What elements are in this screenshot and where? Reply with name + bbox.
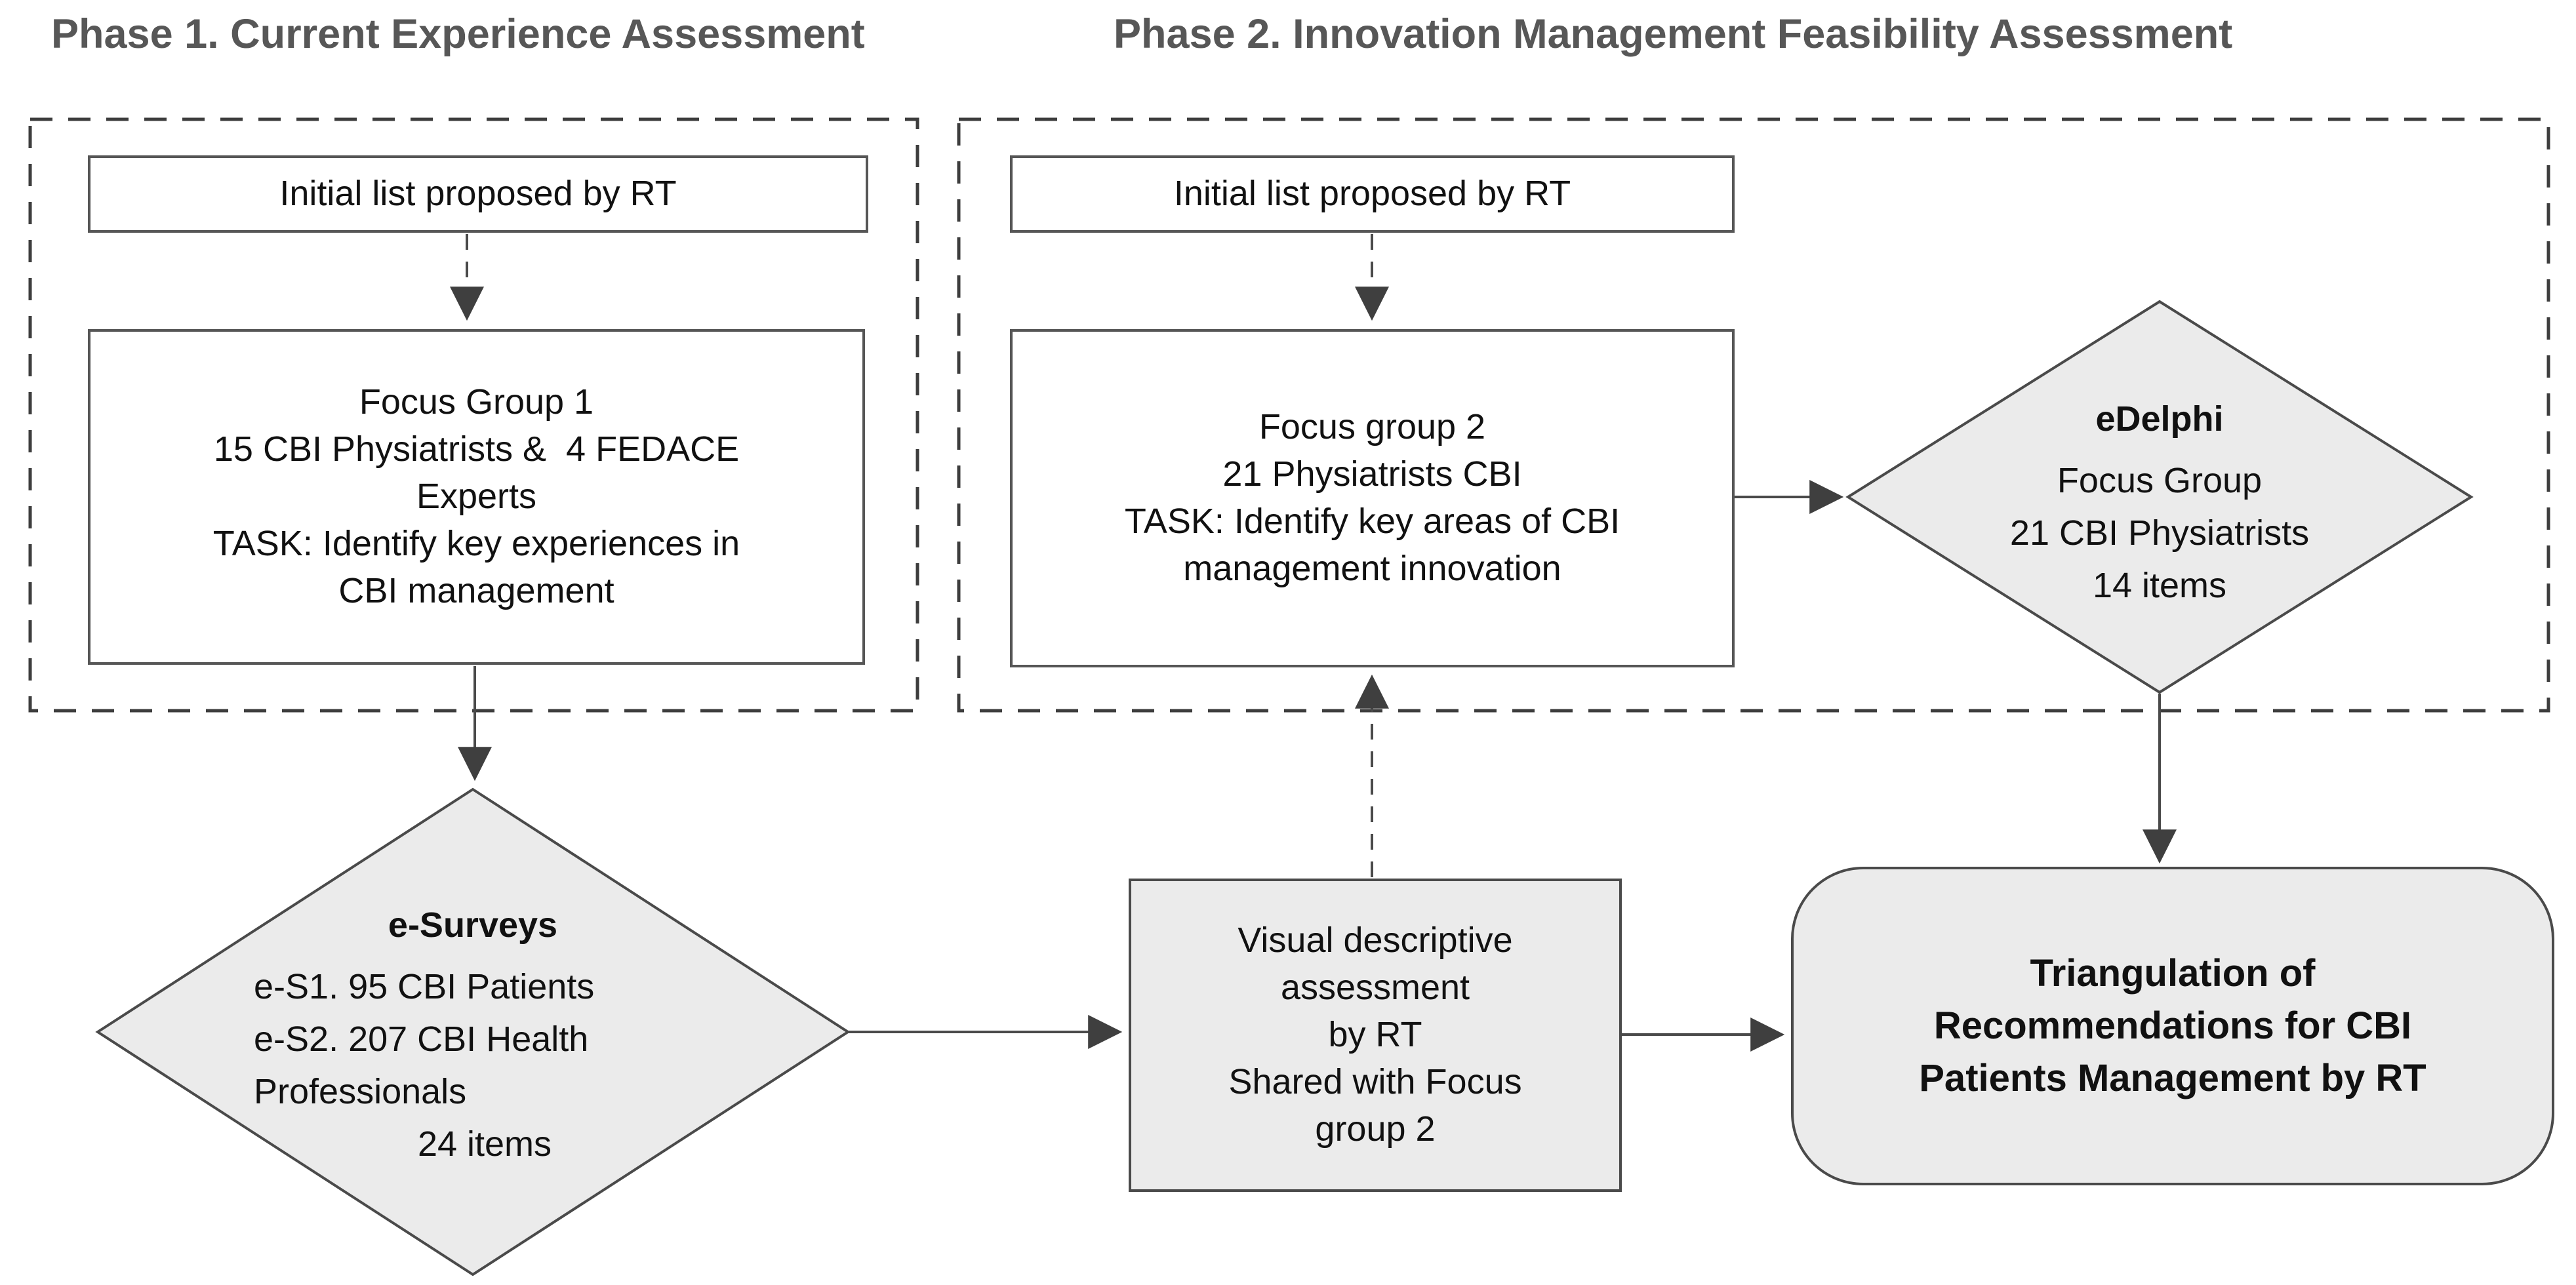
phase2-initial-list-label: Initial list proposed by RT — [1173, 174, 1571, 214]
esurveys-diamond-shape — [95, 787, 851, 1276]
focus-group-1-line: Experts — [416, 477, 537, 517]
esurveys-line: e-S1. 95 CBI Patients — [254, 966, 595, 1006]
edelphi-diamond-shape — [1845, 300, 2474, 694]
phase1-initial-list-label: Initial list proposed by RT — [279, 174, 677, 214]
esurveys-line: e-S2. 207 CBI Health — [254, 1019, 589, 1059]
esurveys-line: Professionals — [254, 1071, 467, 1111]
edelphi-diamond-label: eDelphi Focus Group 21 CBI Physiatrists … — [1914, 393, 2405, 612]
phase2-title: Phase 2. Innovation Management Feasibili… — [1114, 11, 2233, 57]
phase1-initial-list-box: Initial list proposed by RT — [88, 155, 868, 233]
edelphi-title: eDelphi — [2095, 399, 2224, 439]
visual-box-line: group 2 — [1315, 1109, 1436, 1149]
visual-box-line: Shared with Focus — [1228, 1061, 1522, 1101]
phase2-initial-list-box: Initial list proposed by RT — [1010, 155, 1735, 233]
focus-group-2-line: Focus group 2 — [1258, 407, 1486, 447]
edelphi-body: Focus Group 21 CBI Physiatrists 14 items — [1914, 455, 2405, 612]
triangulation-box: Triangulation of Recommendations for CBI… — [1791, 867, 2554, 1185]
triangulation-line: Recommendations for CBI — [1933, 1004, 2412, 1047]
focus-group-2-line: 21 Physiatrists CBI — [1222, 454, 1522, 494]
esurveys-body: e-S1. 95 CBI Patients e-S2. 207 CBI Heal… — [230, 961, 715, 1171]
edelphi-line: 21 CBI Physiatrists — [2009, 513, 2310, 553]
focus-group-2-line: TASK: Identify key areas of CBI — [1124, 502, 1620, 541]
visual-descriptive-assessment-box: Visual descriptive assessment by RT Shar… — [1129, 879, 1622, 1192]
phase2-dashed-boundary — [957, 117, 2550, 713]
visual-box-line: by RT — [1328, 1015, 1422, 1055]
focus-group-1-line: 15 CBI Physiatrists & 4 FEDACE — [213, 429, 740, 469]
focus-group-1-box: Focus Group 1 15 CBI Physiatrists & 4 FE… — [88, 329, 865, 665]
triangulation-line: Patients Management by RT — [1919, 1057, 2426, 1100]
focus-group-1-line: CBI management — [338, 570, 614, 610]
phase1-title: Phase 1. Current Experience Assessment — [51, 11, 865, 57]
focus-group-1-line: TASK: Identify key experiences in — [212, 523, 740, 563]
focus-group-2-line: management innovation — [1183, 548, 1561, 588]
edelphi-line: 14 items — [2092, 565, 2227, 605]
focus-group-1-line: Focus Group 1 — [359, 382, 594, 422]
focus-group-2-box: Focus group 2 21 Physiatrists CBI TASK: … — [1010, 329, 1735, 667]
esurveys-title: e-Surveys — [388, 905, 558, 945]
triangulation-line: Triangulation of — [2030, 951, 2316, 995]
esurveys-diamond-label: e-Surveys e-S1. 95 CBI Patients e-S2. 20… — [230, 900, 715, 1171]
visual-box-line: assessment — [1280, 968, 1470, 1008]
esurveys-line: 24 items — [417, 1124, 552, 1164]
edelphi-line: Focus Group — [2057, 460, 2263, 500]
visual-box-line: Visual descriptive — [1238, 920, 1513, 960]
